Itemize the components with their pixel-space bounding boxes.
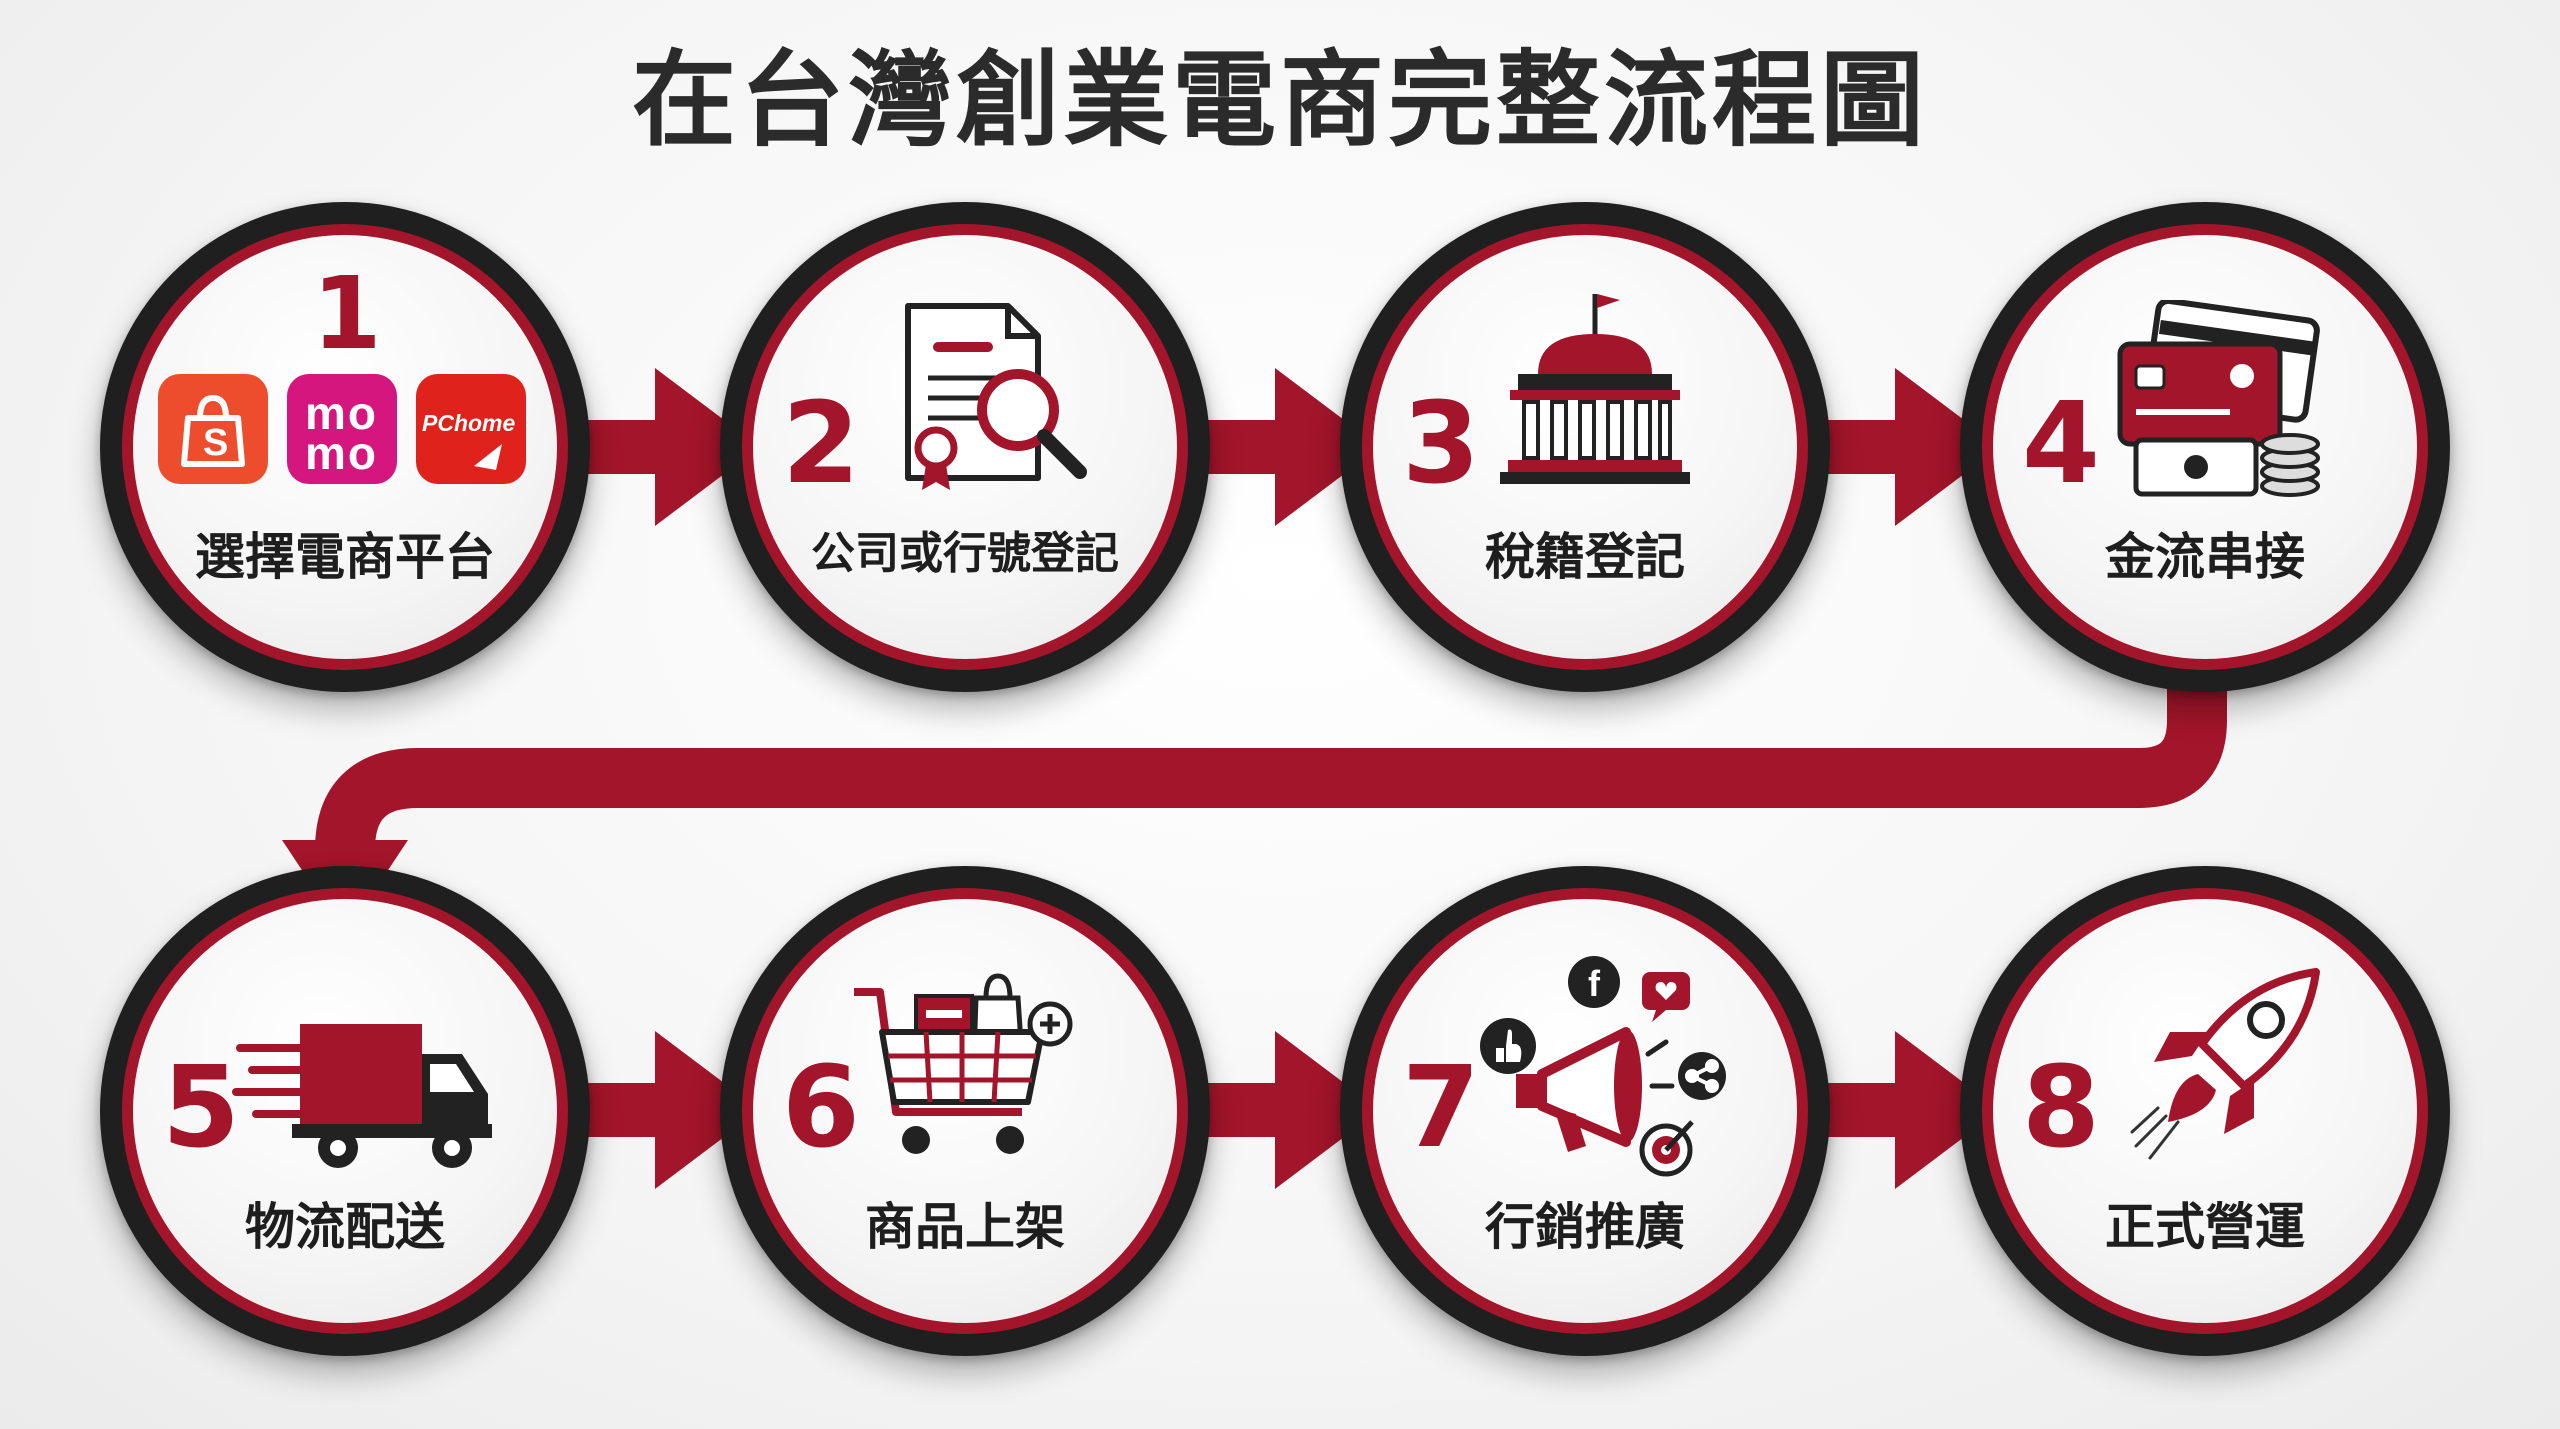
- step-5-label: 物流配送: [245, 1198, 445, 1256]
- step-4-number: 4: [2022, 379, 2100, 509]
- step-5-number: 5: [162, 1043, 240, 1173]
- step-2-label: 公司或行號登記: [811, 528, 1119, 579]
- step-8-number: 8: [2022, 1043, 2100, 1173]
- step-7-circle: 7 f: [1340, 866, 1830, 1356]
- pchome-logo-text: PChome: [422, 410, 516, 436]
- arrow-4-to-5: [282, 660, 2227, 935]
- momo-logo: mo mo: [287, 374, 397, 484]
- step-6-number: 6: [782, 1043, 860, 1173]
- step-2-number: 2: [782, 379, 860, 509]
- government-building-icon: [1500, 294, 1690, 484]
- step-3-label: 稅籍登記: [1485, 528, 1685, 586]
- document-search-icon: [905, 303, 1087, 490]
- step-5-circle: 5 物流配送: [100, 866, 590, 1356]
- page-title: 在台灣創業電商完整流程圖: [631, 39, 1928, 161]
- step-8-label: 正式營運: [2105, 1198, 2305, 1256]
- pchome-logo: PChome: [416, 374, 526, 484]
- step-7-label: 行銷推廣: [1485, 1198, 1685, 1256]
- step-3-number: 3: [1402, 379, 1480, 509]
- pchome-swoosh-icon: [474, 444, 502, 470]
- step-4-circle: 4 金流串接: [1960, 202, 2450, 692]
- shopee-bag-icon: [181, 394, 245, 467]
- delivery-truck-icon: [232, 1024, 492, 1168]
- step-8-circle: 8 正式營運: [1960, 866, 2450, 1356]
- step-7-number: 7: [1402, 1043, 1480, 1173]
- megaphone-social-icon: f: [1480, 956, 1726, 1177]
- step-3-circle: 3 稅籍登記: [1340, 202, 1830, 692]
- step-1-label: 選擇電商平台: [195, 528, 495, 586]
- step-1-number: 1: [312, 255, 382, 372]
- svg-text:f: f: [1588, 963, 1601, 1004]
- step-1-circle: 1 S mo mo PChome 選擇電商平台: [100, 202, 590, 692]
- shopee-logo: S: [158, 374, 268, 484]
- step-6-label: 商品上架: [865, 1198, 1065, 1256]
- step-2-circle: 2 公司或行號登記: [720, 202, 1210, 692]
- rocket-icon: [2130, 968, 2320, 1160]
- step-6-circle: 6 商品上架: [720, 866, 1210, 1356]
- step-4-label: 金流串接: [2105, 528, 2305, 586]
- shopping-cart-icon: [854, 973, 1073, 1154]
- shopee-logo-text: S: [203, 422, 229, 464]
- momo-logo-text-bottom: mo: [305, 427, 378, 479]
- momo-logo-text-top: mo: [305, 387, 378, 439]
- payment-cards-cash-icon: [2117, 300, 2320, 497]
